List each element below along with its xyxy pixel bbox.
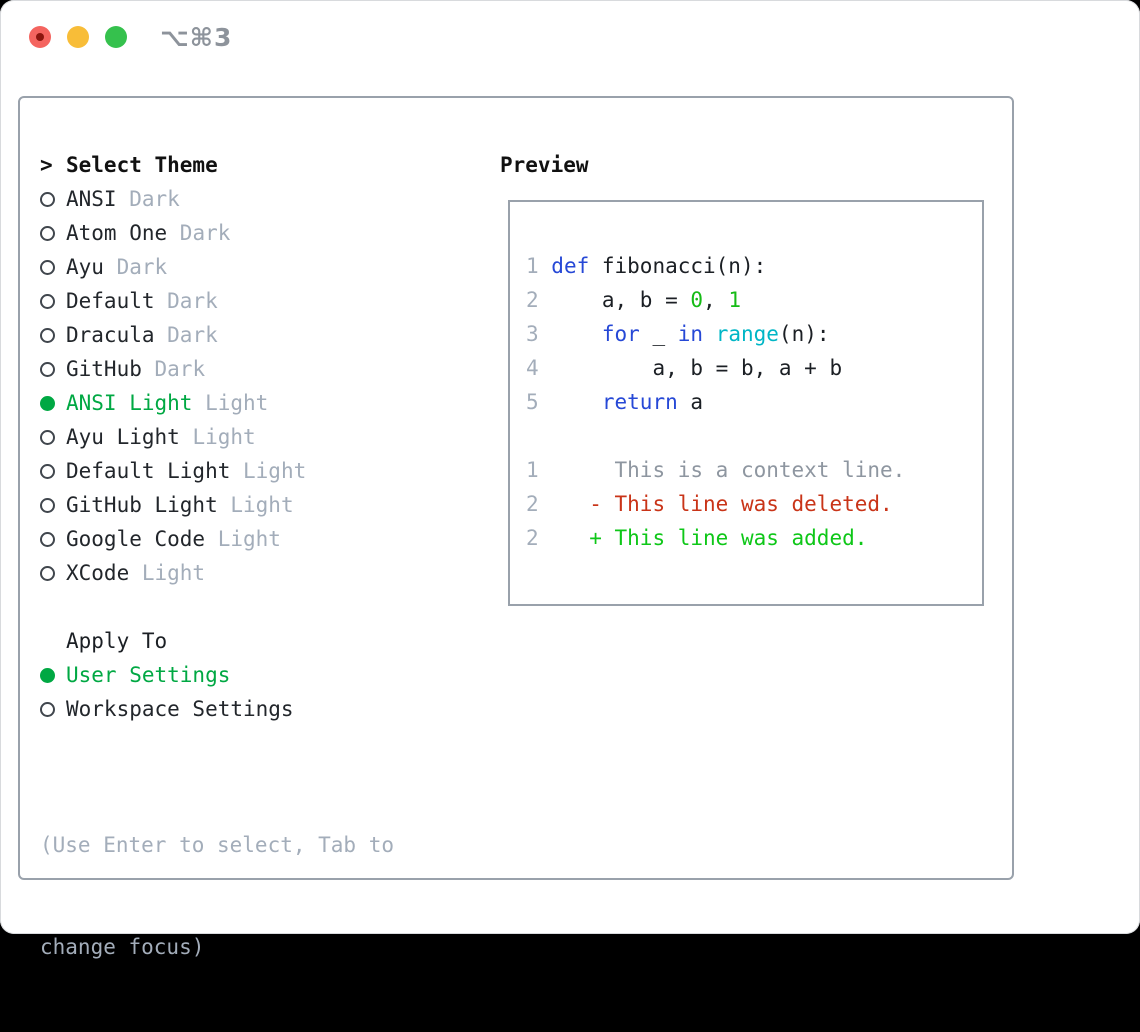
theme-option-ansi-light[interactable]: ANSI Light Light xyxy=(40,386,394,420)
radio-icon xyxy=(40,464,66,479)
theme-option-atom-one[interactable]: Atom One Dark xyxy=(40,216,394,250)
radio-selected-icon xyxy=(40,396,66,411)
theme-option-xcode[interactable]: XCode Light xyxy=(40,556,394,590)
titlebar xyxy=(29,26,127,48)
preview-header: Preview xyxy=(500,148,589,182)
code-line: 4 a, b = b, a + b xyxy=(526,351,982,385)
radio-selected-icon xyxy=(40,668,66,683)
code-line: 2 a, b = 0, 1 xyxy=(526,283,982,317)
option-label: XCode xyxy=(66,561,142,585)
traffic-lights xyxy=(29,26,127,48)
diff-deleted-line: 2 - This line was deleted. xyxy=(526,487,982,521)
option-label: ANSI Light xyxy=(66,391,205,415)
option-label: ANSI xyxy=(66,187,129,211)
option-label: Dracula xyxy=(66,323,167,347)
theme-option-default[interactable]: Default Dark xyxy=(40,284,394,318)
option-tag: Light xyxy=(192,425,255,449)
radio-icon xyxy=(40,260,66,275)
radio-icon xyxy=(40,498,66,513)
option-tag: Light xyxy=(142,561,205,585)
theme-option-github-light[interactable]: GitHub Light Light xyxy=(40,488,394,522)
diff-context-line: 1 This is a context line. xyxy=(526,453,982,487)
window-title-shortcut: ⌥⌘3 xyxy=(160,23,232,52)
apply-option-workspace-settings[interactable]: Workspace Settings xyxy=(40,692,394,726)
apply-option-user-settings[interactable]: User Settings xyxy=(40,658,394,692)
spacer xyxy=(40,590,394,624)
radio-icon xyxy=(40,566,66,581)
code-line: 5 return a xyxy=(526,385,982,419)
radio-icon xyxy=(40,294,66,309)
option-label: Atom One xyxy=(66,221,180,245)
option-label: User Settings xyxy=(66,663,230,687)
select-theme-label: Select Theme xyxy=(66,153,218,177)
radio-icon xyxy=(40,362,66,377)
theme-option-google-code[interactable]: Google Code Light xyxy=(40,522,394,556)
option-label: Default Light xyxy=(66,459,243,483)
theme-option-default-light[interactable]: Default Light Light xyxy=(40,454,394,488)
option-label: GitHub Light xyxy=(66,493,230,517)
option-tag: Light xyxy=(243,459,306,483)
focus-cursor-icon: > xyxy=(40,153,66,177)
option-tag: Dark xyxy=(117,255,168,279)
option-label: Workspace Settings xyxy=(66,697,294,721)
spacer xyxy=(40,726,394,760)
radio-icon xyxy=(40,328,66,343)
close-dot-icon xyxy=(36,33,44,41)
code-line: 3 for _ in range(n): xyxy=(526,317,982,351)
option-tag: Light xyxy=(230,493,293,517)
radio-icon xyxy=(40,192,66,207)
option-tag: Dark xyxy=(167,323,218,347)
option-label: Google Code xyxy=(66,527,218,551)
keyboard-hint: (Use Enter to select, Tab to change focu… xyxy=(40,760,394,1032)
theme-option-ayu-light[interactable]: Ayu Light Light xyxy=(40,420,394,454)
radio-icon xyxy=(40,532,66,547)
diff-added-line: 2 + This line was added. xyxy=(526,521,982,555)
radio-icon xyxy=(40,702,66,717)
apply-to-label: Apply To xyxy=(66,629,167,653)
zoom-button[interactable] xyxy=(105,26,127,48)
select-theme-header: > Select Theme xyxy=(40,148,394,182)
radio-icon xyxy=(40,430,66,445)
option-tag: Dark xyxy=(167,289,218,313)
hint-line-2: change focus) xyxy=(40,930,394,964)
theme-option-ansi[interactable]: ANSI Dark xyxy=(40,182,394,216)
apply-to-header: Apply To xyxy=(40,624,394,658)
radio-icon xyxy=(40,226,66,241)
option-tag: Dark xyxy=(155,357,206,381)
option-tag: Dark xyxy=(180,221,231,245)
theme-option-ayu[interactable]: Ayu Dark xyxy=(40,250,394,284)
option-label: Ayu xyxy=(66,255,117,279)
option-tag: Light xyxy=(218,527,281,551)
code-line: 1 def fibonacci(n): xyxy=(526,249,982,283)
blank-line xyxy=(526,419,982,453)
option-label: Default xyxy=(66,289,167,313)
minimize-button[interactable] xyxy=(67,26,89,48)
close-button[interactable] xyxy=(29,26,51,48)
theme-option-github[interactable]: GitHub Dark xyxy=(40,352,394,386)
option-tag: Light xyxy=(205,391,268,415)
option-label: Ayu Light xyxy=(66,425,192,449)
theme-option-dracula[interactable]: Dracula Dark xyxy=(40,318,394,352)
option-tag: Dark xyxy=(129,187,180,211)
option-label: GitHub xyxy=(66,357,155,381)
hint-line-1: (Use Enter to select, Tab to xyxy=(40,828,394,862)
